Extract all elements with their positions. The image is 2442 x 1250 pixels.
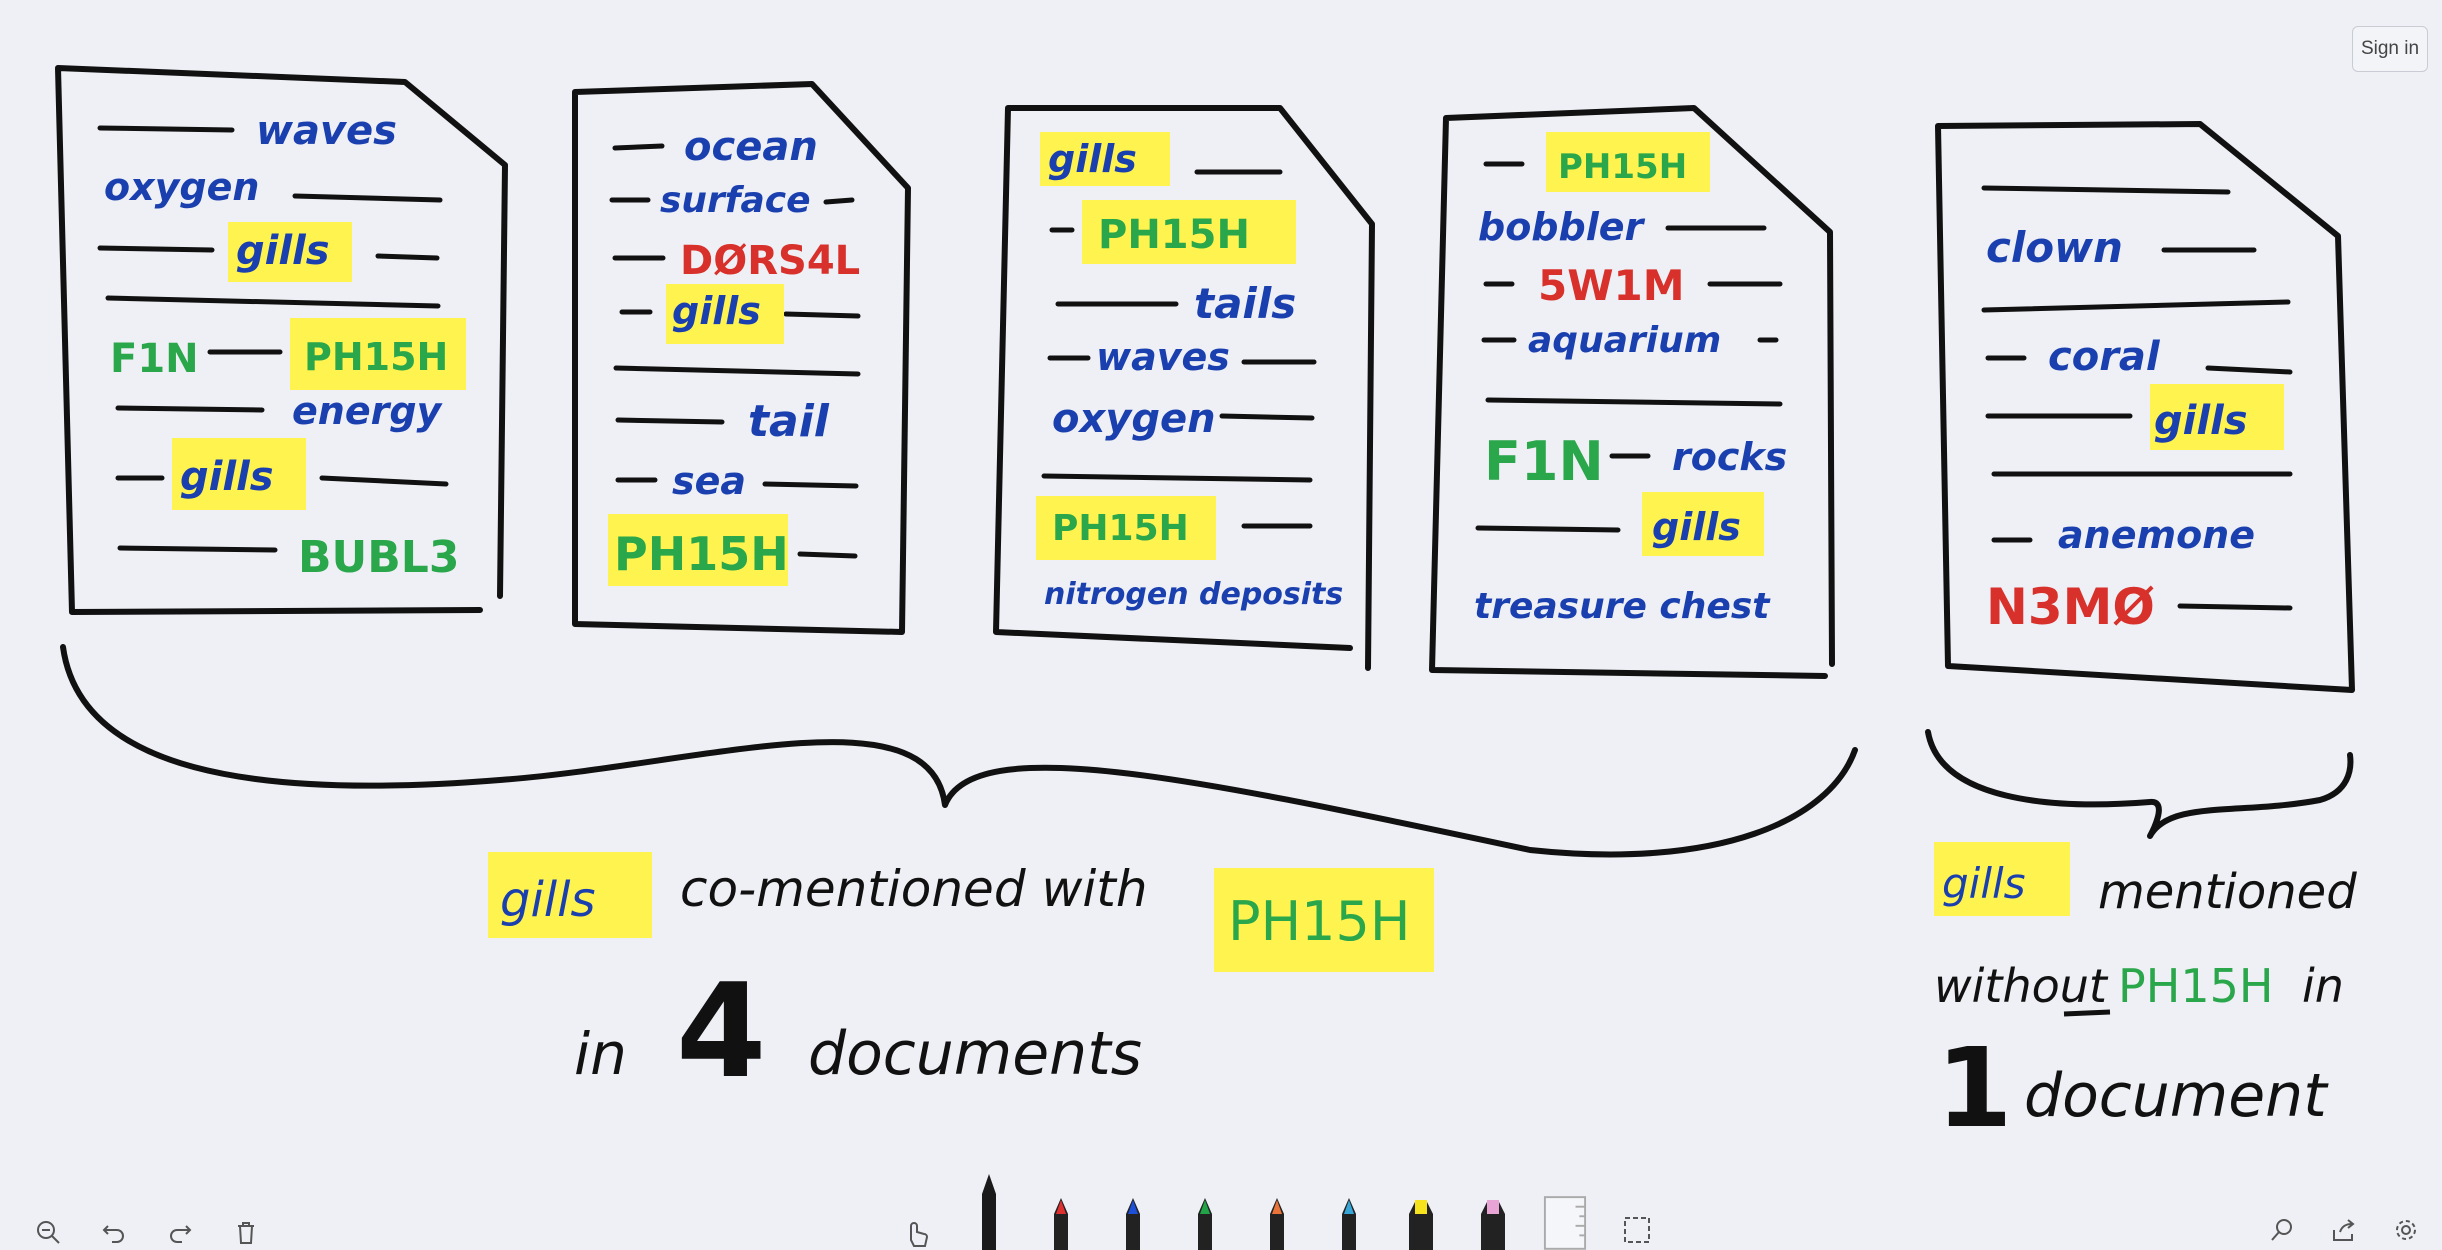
caption-left-in: in: [574, 1020, 627, 1088]
blue-pen[interactable]: [1111, 1172, 1155, 1250]
doc2-word: sea: [672, 459, 746, 503]
caption-left-count: 4: [676, 955, 766, 1107]
doc1-word: F1N: [110, 336, 199, 382]
red-pen[interactable]: [1039, 1172, 1083, 1250]
doc3-word: waves: [1096, 335, 1230, 379]
doc1-word: gills: [236, 228, 330, 274]
doc5-word: clown: [1986, 223, 2123, 272]
doc1-word: PH15H: [304, 335, 448, 379]
doc4-word: gills: [1652, 505, 1741, 549]
zoom-out-icon[interactable]: [32, 1216, 64, 1248]
rainbow-pen[interactable]: [1327, 1172, 1371, 1250]
document-outline-1: [55, 65, 508, 615]
caption-left-term-a: gills: [500, 872, 595, 928]
doc1-word: waves: [256, 108, 397, 154]
doc4-word: treasure chest: [1474, 586, 1771, 627]
doc4-word: F1N: [1484, 430, 1604, 493]
doc2-word: PH15H: [614, 527, 789, 581]
doc4-word: rocks: [1672, 435, 1787, 479]
doc5-word: coral: [2048, 334, 2161, 380]
caption-right-count: 1: [1936, 1024, 2013, 1152]
underline: [2063, 1009, 2111, 1017]
document-outline-3: [993, 105, 1375, 671]
doc1-word: gills: [180, 454, 274, 500]
caption-left-term-b: PH15H: [1228, 890, 1411, 953]
doc3-word: gills: [1048, 137, 1137, 181]
doc3-word: oxygen: [1052, 396, 1216, 442]
doc4-word: PH15H: [1558, 147, 1687, 187]
search-icon[interactable]: [2266, 1214, 2298, 1246]
doc2-word: ocean: [684, 124, 818, 170]
caption-right-mentioned: mentioned: [2098, 864, 2357, 920]
doc1-word: BUBL3: [298, 532, 459, 583]
sign-in-button[interactable]: Sign in: [2352, 26, 2428, 72]
caption-right-document: document: [2024, 1061, 2329, 1131]
galaxy-pen[interactable]: [1255, 1172, 1299, 1250]
brace-right: [1925, 729, 2354, 839]
doc4-word: 5W1M: [1538, 261, 1685, 310]
document-outline-4: [1429, 105, 1835, 679]
doc2-word: gills: [672, 289, 761, 333]
trash-icon[interactable]: [230, 1216, 262, 1248]
toolbar-right: [2266, 1212, 2422, 1248]
brace-left: [60, 644, 1858, 858]
doc3-word: tails: [1194, 279, 1296, 328]
black-pen[interactable]: [967, 1172, 1011, 1250]
doc1-word: energy: [292, 389, 444, 433]
pink-highlighter[interactable]: [1471, 1172, 1515, 1250]
doc5-word: anemone: [2058, 513, 2255, 557]
green-pen[interactable]: [1183, 1172, 1227, 1250]
caption-right-in: in: [2302, 959, 2344, 1013]
caption-left-middle: co-mentioned with: [680, 860, 1148, 918]
redo-icon[interactable]: [164, 1216, 196, 1248]
caption-right-term-b: PH15H: [2118, 959, 2273, 1013]
doc4-word: bobbler: [1478, 205, 1646, 249]
toolbar-left: [32, 1214, 262, 1250]
doc5-word: gills: [2154, 398, 2248, 444]
doc1-word: oxygen: [104, 165, 259, 209]
doc2-word: tail: [748, 396, 830, 447]
touch-writing-icon[interactable]: [895, 1172, 939, 1250]
doc3-word: nitrogen deposits: [1044, 577, 1343, 612]
doc5-word: N3MØ: [1986, 578, 2155, 636]
document-outline-2: [572, 81, 911, 635]
caption-left-documents: documents: [808, 1019, 1142, 1089]
settings-gear-icon[interactable]: [2390, 1214, 2422, 1246]
caption-right-term-a: gills: [1942, 859, 2026, 908]
lasso-select-icon[interactable]: [1615, 1172, 1659, 1250]
document-outline-5: [1935, 121, 2355, 693]
doc2-word: surface: [660, 180, 811, 221]
doc3-word: PH15H: [1052, 508, 1189, 549]
highlights: [172, 132, 2284, 972]
doc3-word: PH15H: [1098, 212, 1250, 258]
ruler[interactable]: [1543, 1172, 1587, 1250]
doc4-word: aquarium: [1528, 320, 1721, 361]
caption-right-without: without: [1934, 959, 2109, 1013]
doc2-word: DØRS4L: [680, 238, 860, 284]
share-icon[interactable]: [2328, 1214, 2360, 1246]
pen-tray: [895, 1170, 1659, 1250]
undo-icon[interactable]: [98, 1216, 130, 1248]
document-rule-lines: [97, 125, 2293, 611]
yellow-highlighter[interactable]: [1399, 1172, 1443, 1250]
